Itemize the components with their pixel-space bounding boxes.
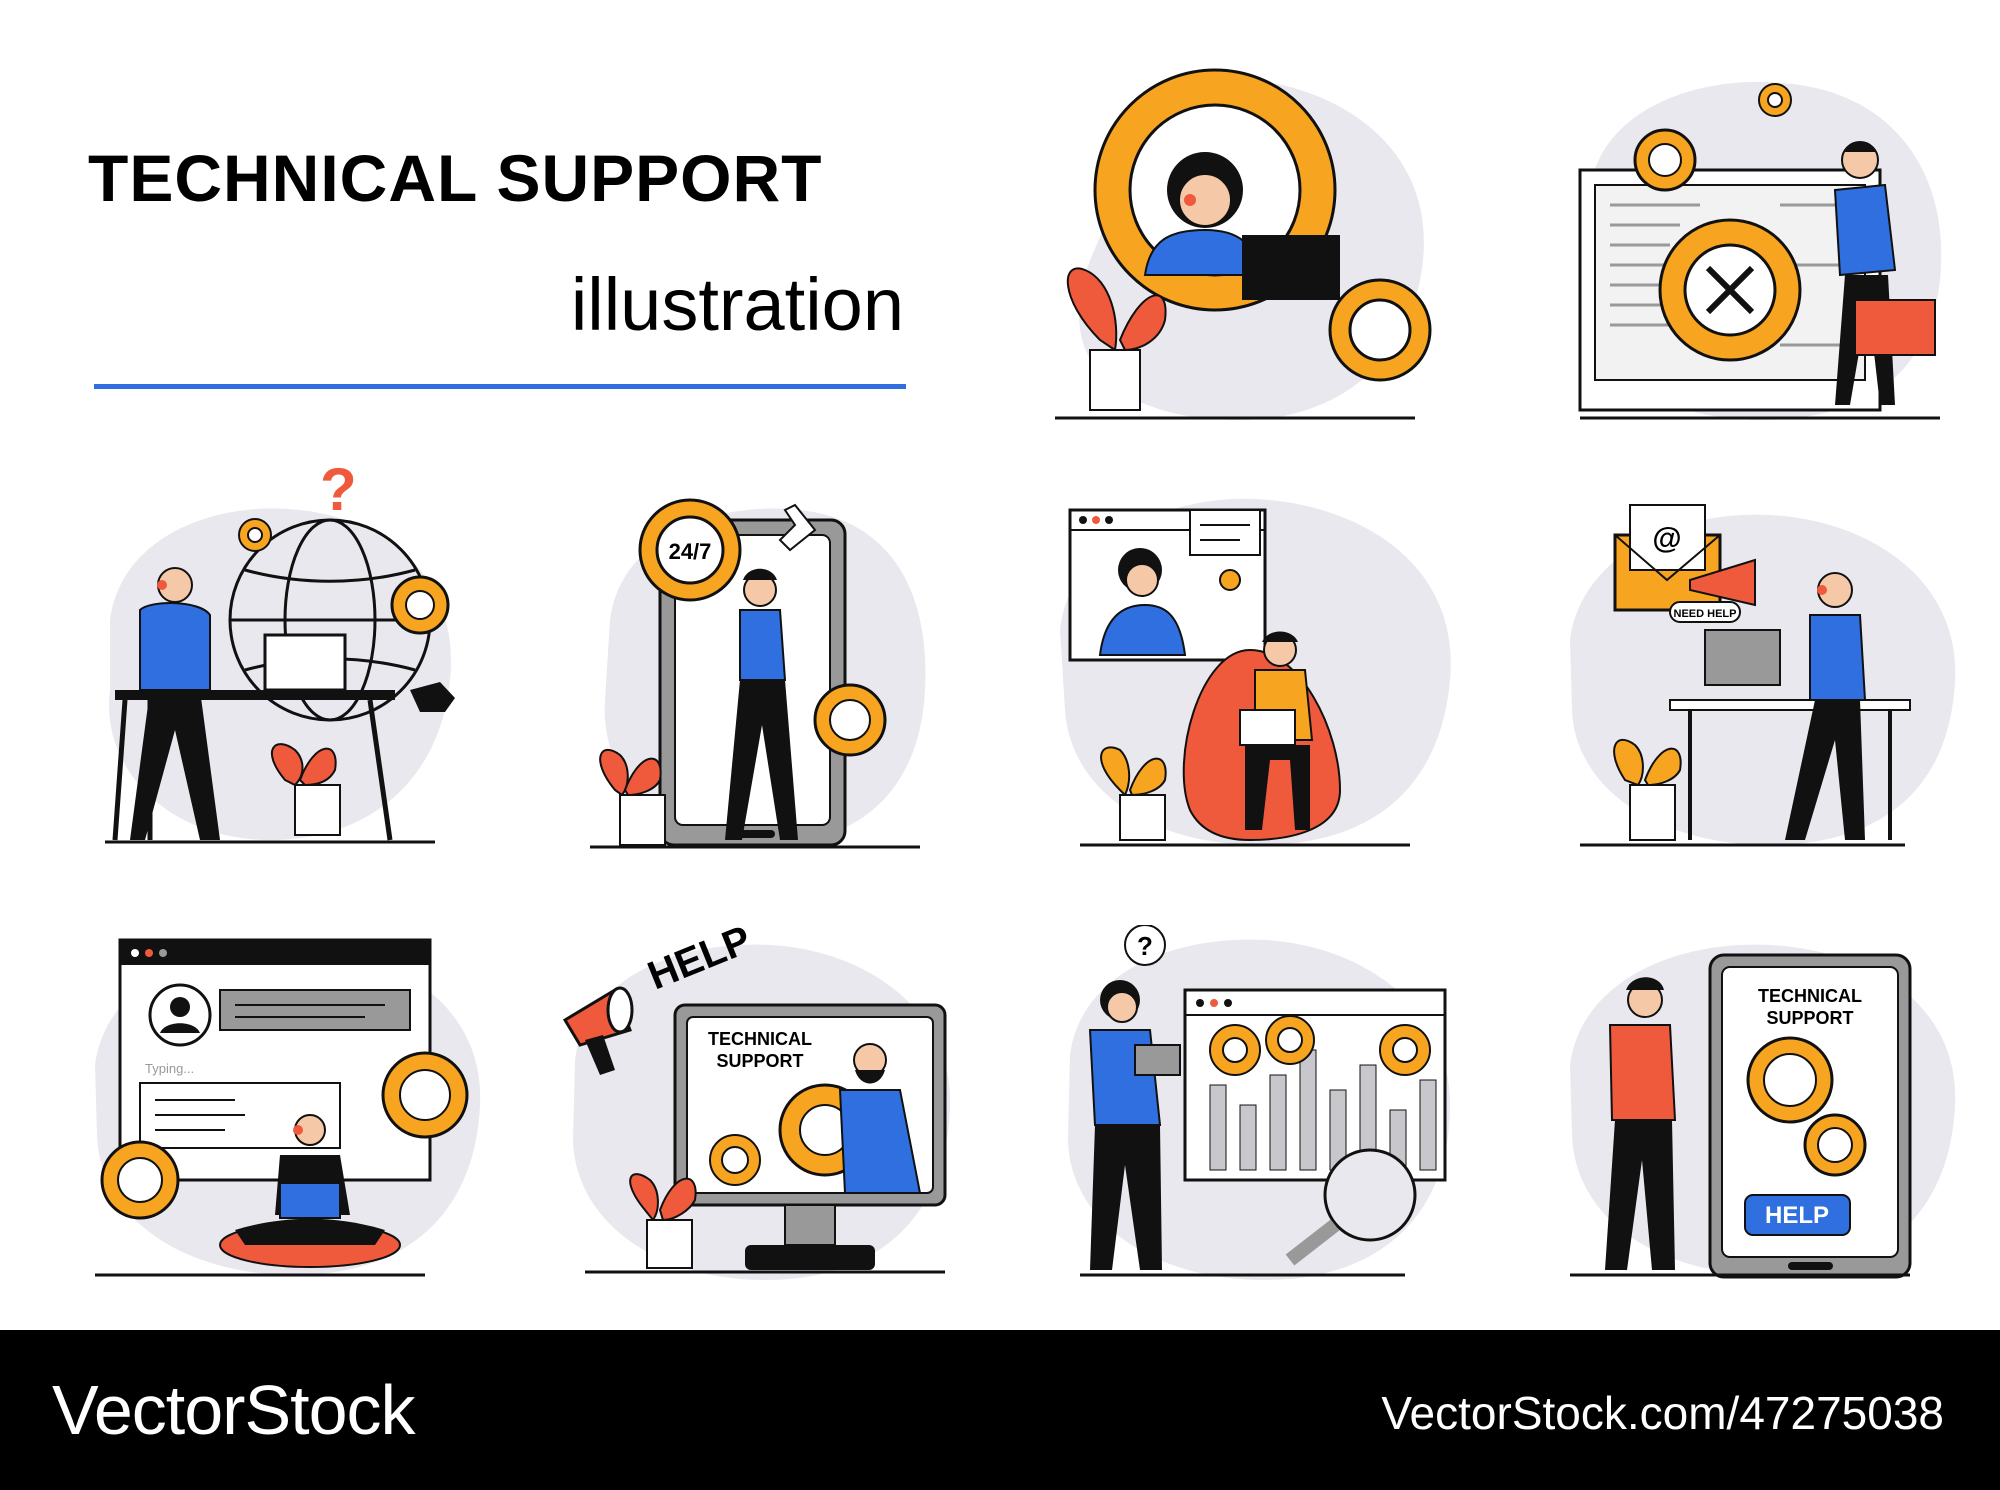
- scene-agent-in-gear: [1040, 60, 1460, 430]
- gear-icon: [238, 518, 272, 552]
- phone-gear-icon: [813, 683, 887, 757]
- help-button-label: HELP: [1765, 1202, 1829, 1229]
- scene-help-monitor: HELP TECHNICAL SUPPORT: [555, 920, 965, 1285]
- small-gear-icon: [1633, 128, 1697, 192]
- speech-bubble: [1189, 509, 1261, 556]
- small-gear-icon: [1328, 278, 1432, 382]
- scene-chat-support: Typing...: [85, 925, 495, 1285]
- scene-analytics: ?: [1050, 925, 1480, 1285]
- gear-icon: [1803, 1113, 1867, 1177]
- typing-indicator: Typing...: [145, 1061, 194, 1076]
- phone-text-line1: TECHNICAL: [1758, 986, 1862, 1006]
- gear-icon: [1265, 1015, 1315, 1065]
- megaphone-icon: [1689, 558, 1756, 607]
- chat-bubble: [219, 989, 411, 1031]
- phone-text-line2: SUPPORT: [1766, 1008, 1853, 1028]
- gear-icon: [381, 1051, 469, 1139]
- gear-icon: [1746, 1036, 1834, 1124]
- monitor-text-line2: SUPPORT: [716, 1051, 803, 1071]
- lightbulb-icon: [1219, 569, 1241, 591]
- footer-url: VectorStock.com/47275038: [1381, 1387, 1944, 1439]
- wrench-gear-icon: [1658, 218, 1802, 362]
- scene-email-help: @ NEED HELP: [1560, 490, 1970, 850]
- scene-globe-desk: ?: [90, 450, 490, 850]
- svg-text:@: @: [1652, 522, 1681, 555]
- thumbs-up-icon: [410, 682, 455, 712]
- megaphone-icon: [562, 986, 634, 1075]
- title-underline: [94, 384, 906, 389]
- scene-laptop-repair: [1550, 60, 1970, 430]
- gear-icon: [1379, 1024, 1431, 1076]
- scene-mobile-support: TECHNICAL SUPPORT HELP: [1560, 925, 1970, 1285]
- help-button[interactable]: [1744, 1194, 1851, 1236]
- page-title: TECHNICAL SUPPORT: [88, 141, 823, 215]
- gear-icon: [1209, 1024, 1261, 1076]
- scene-247-phone: 24/7: [580, 470, 940, 850]
- avatar-icon: [148, 983, 212, 1047]
- gear-247-label: 24/7: [669, 539, 712, 564]
- email-envelope-icon: @: [1613, 504, 1722, 612]
- gear-icon: [100, 1140, 180, 1220]
- monitor-text-line1: TECHNICAL: [708, 1029, 812, 1049]
- need-help-label: NEED HELP: [1674, 608, 1737, 620]
- gear-247-icon: [638, 498, 742, 602]
- page-subtitle: illustration: [570, 263, 904, 346]
- question-mark-icon: ?: [320, 456, 357, 523]
- magnifier-icon: [1285, 1148, 1417, 1266]
- scene-video-call: [1050, 470, 1470, 850]
- tiny-gear-icon: [1758, 83, 1792, 117]
- gear-icon: [390, 575, 450, 635]
- footer-bar: VectorStock VectorStock.com/47275038: [0, 1330, 2000, 1490]
- question-mark-icon: ?: [1137, 931, 1153, 961]
- gear-icon: [709, 1134, 761, 1186]
- wrench-icon: [778, 503, 817, 552]
- brand-logo: VectorStock: [52, 1371, 416, 1449]
